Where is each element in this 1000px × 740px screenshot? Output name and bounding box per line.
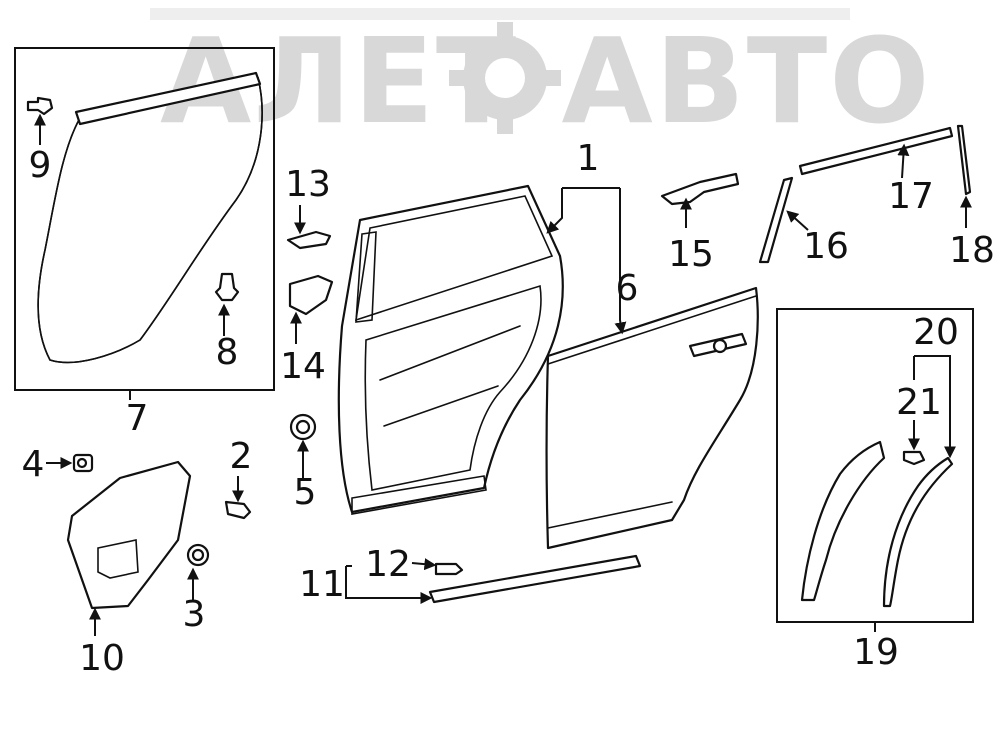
callout-2: 2 [230, 436, 253, 477]
group-frame-7 [14, 47, 275, 391]
callout-14: 14 [280, 346, 326, 387]
callout-8: 8 [216, 332, 239, 373]
bracket-part-13 [286, 230, 332, 250]
arch-molding-right [882, 456, 954, 608]
trim-part-16 [758, 176, 794, 264]
callout-10: 10 [79, 638, 125, 679]
grommet-part-5 [289, 413, 317, 441]
callout-13: 13 [285, 164, 331, 205]
callout-5: 5 [294, 472, 317, 513]
callout-labels: 1 2 3 4 5 6 7 8 9 10 11 12 13 14 15 16 1… [22, 138, 995, 679]
callout-7: 7 [126, 398, 149, 439]
callout-19: 19 [853, 632, 899, 673]
callout-20: 20 [913, 312, 959, 353]
callout-9: 9 [29, 145, 52, 186]
callout-17: 17 [888, 176, 934, 217]
callout-6: 6 [616, 268, 639, 309]
nut-part-4 [72, 453, 94, 473]
stopper-part-2 [224, 500, 252, 520]
hinge-part-15 [660, 172, 740, 206]
door-weatherstrip [37, 71, 263, 364]
trim-part-17 [798, 126, 954, 176]
stopper-part-3 [186, 543, 210, 567]
trim-part-18 [956, 124, 972, 196]
clip-part-12 [434, 562, 464, 576]
callout-21: 21 [896, 382, 942, 423]
callout-1: 1 [577, 138, 600, 179]
bracket-part-14 [288, 274, 334, 316]
clip-part-8 [214, 272, 240, 302]
callout-12: 12 [365, 544, 411, 585]
callout-18: 18 [949, 230, 995, 271]
door-outer-panel-part-6 [545, 286, 759, 550]
callout-15: 15 [668, 234, 714, 275]
callout-16: 16 [803, 226, 849, 267]
callout-11: 11 [299, 564, 345, 605]
service-hole-cover-part-10 [66, 460, 192, 610]
gear-logo-icon [449, 22, 561, 134]
callout-4: 4 [22, 444, 45, 485]
callout-3: 3 [183, 594, 206, 635]
molding-part-11 [428, 554, 642, 604]
clip-part-21 [902, 450, 926, 466]
door-frame-part-1 [337, 184, 564, 515]
watermark: АЛЕТ АВТО [150, 8, 930, 150]
clip-part-9 [26, 96, 54, 116]
arch-molding-left [800, 440, 886, 602]
leader-lines [34, 113, 972, 636]
